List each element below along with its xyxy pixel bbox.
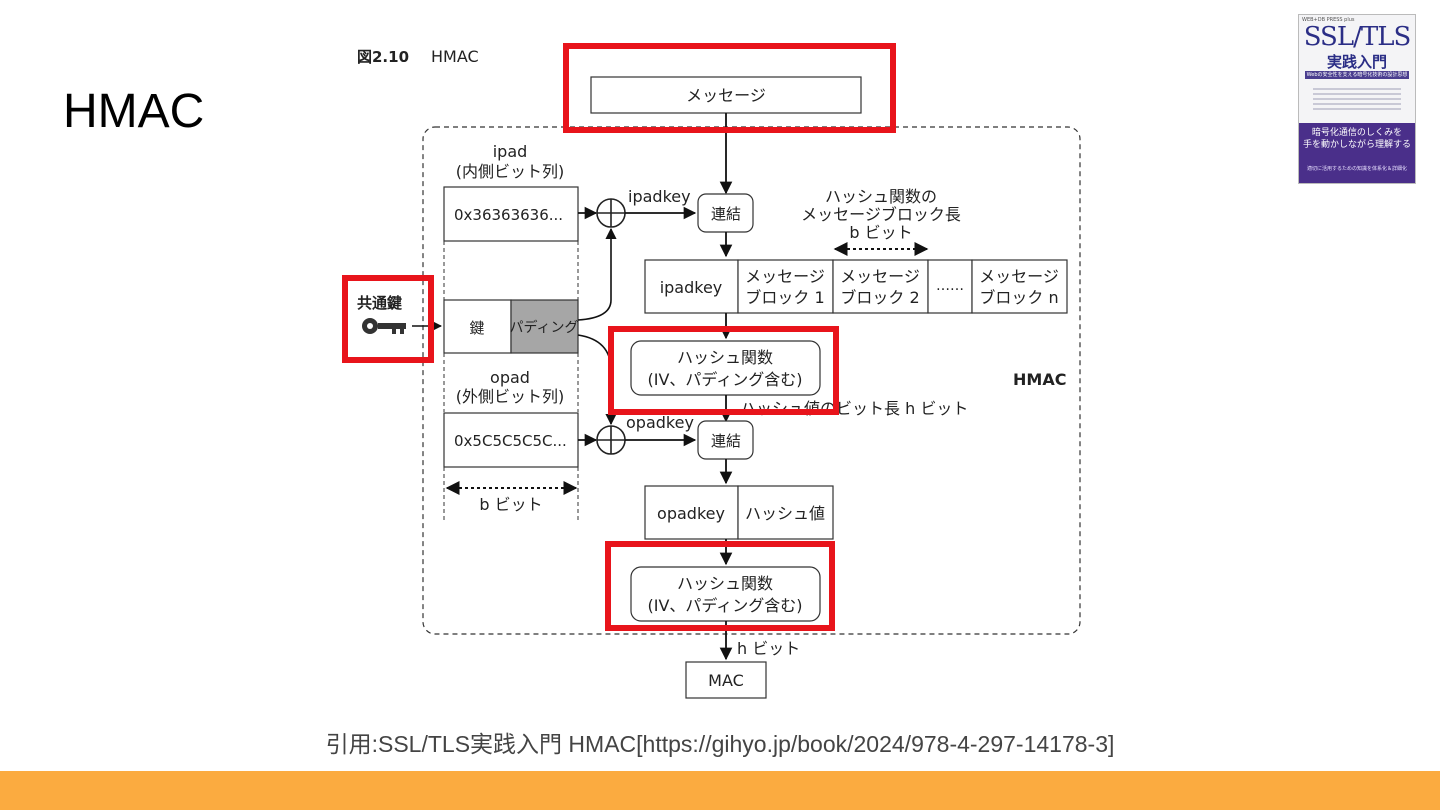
ipadkey-label: ipadkey [628, 187, 691, 206]
message-block-2-bottom: ブロック 2 [840, 288, 919, 307]
arrow-padded-key-to-xor-ipad [577, 227, 617, 321]
message-block-2-top: メッセージ [840, 267, 920, 286]
block-length-label-2: メッセージブロック長 [801, 205, 961, 224]
citation: 引用:SSL/TLS実践入門 HMAC[https://gihyo.jp/boo… [325, 731, 1115, 757]
b-bit-left-label: b ビット [479, 495, 542, 514]
book-catch: 暗号化通信のしくみを 手を動かしながら理解する [1302, 128, 1411, 150]
figure-caption-number: 図2.10 [357, 48, 409, 66]
book-subtitle: 実践入門 [1326, 53, 1387, 71]
hash-function-2-sublabel: (IV、パディング含む) [647, 596, 802, 615]
message-box [590, 76, 862, 114]
hmac-diagram: 図2.10 HMAC HMAC メッセージ ipad (内側ビット列) 0x36… [342, 43, 1081, 699]
padding-cell-label: パディング [509, 319, 578, 336]
message-label: メッセージ [686, 86, 766, 105]
ipad-label: ipad [493, 142, 528, 161]
hmac-boundary-label: HMAC [1013, 370, 1066, 389]
book-title: SSL/TLS [1303, 22, 1412, 52]
arrow-padded-key-to-xor-opad [577, 334, 617, 426]
opad-box [443, 412, 579, 468]
opad-label: opad [490, 368, 530, 387]
message-block-1 [737, 259, 834, 314]
opad-sublabel: (外側ビット列) [456, 387, 565, 406]
ellipsis-cell [927, 259, 973, 314]
ipad-sublabel: (内側ビット列) [456, 162, 565, 181]
padding-cell [510, 299, 579, 354]
book-decoration [1299, 85, 1415, 113]
block-length-label-1: ハッシュ関数の [825, 187, 937, 206]
shared-key-label: 共通鍵 [357, 294, 402, 312]
message-block-n-top: メッセージ [979, 267, 1059, 286]
row-ipadkey-cell [644, 259, 739, 314]
message-block-1-top: メッセージ [745, 267, 825, 286]
row-ipadkey-label: ipadkey [660, 278, 723, 297]
block-length-label-3: b ビット [849, 223, 912, 242]
highlight-shared-key [342, 275, 434, 363]
row-opadkey-label: opadkey [657, 504, 725, 523]
hash-function-1-sublabel: (IV、パディング含む) [647, 370, 802, 389]
highlight-hash-function-2 [605, 541, 835, 631]
message-block-2 [832, 259, 929, 314]
h-bit-label: h ビット [737, 639, 800, 658]
book-series: WEB+DB PRESS plus [1302, 17, 1355, 23]
footer-bar [0, 771, 1440, 810]
highlight-hash-function-1 [608, 326, 839, 415]
book-band [1299, 123, 1415, 183]
mac-box [685, 661, 767, 699]
concat-label-2: 連結 [711, 432, 741, 450]
slide-title: HMAC [63, 85, 205, 138]
opadkey-label: opadkey [626, 413, 694, 432]
key-cell [443, 299, 512, 354]
key-cell-label: 鍵 [469, 319, 484, 337]
opad-value: 0x5C5C5C5C... [454, 432, 567, 450]
figure-caption-title: HMAC [431, 47, 479, 66]
mac-label: MAC [708, 671, 744, 690]
message-block-1-bottom: ブロック 1 [745, 288, 824, 307]
book-cover-image: WEB+DB PRESS plus SSL/TLS 実践入門 Webの安全性を支… [1298, 14, 1416, 184]
hash-function-2-label: ハッシュ関数 [677, 574, 773, 593]
book-description: 適切に活用するための知識を体系化＆詳細化 [1306, 166, 1407, 172]
ipad-box [443, 186, 579, 242]
concat-label-1: 連結 [711, 205, 741, 223]
book-tagline: Webの安全性を支える暗号化技術の設計思想 [1305, 71, 1409, 79]
hash-value-label: ハッシュ値 [745, 504, 825, 523]
highlight-message [563, 43, 896, 133]
ellipsis-label: …… [936, 278, 964, 294]
hash-function-1-label: ハッシュ関数 [677, 348, 773, 367]
ipad-value: 0x36363636... [454, 206, 563, 224]
hash-value-cell [737, 485, 834, 540]
message-block-n-bottom: ブロック n [979, 288, 1058, 307]
message-block-n [971, 259, 1068, 314]
key-icon [362, 318, 406, 334]
hash-length-label: ハッシュ値のビット長 h ビット [740, 399, 968, 418]
